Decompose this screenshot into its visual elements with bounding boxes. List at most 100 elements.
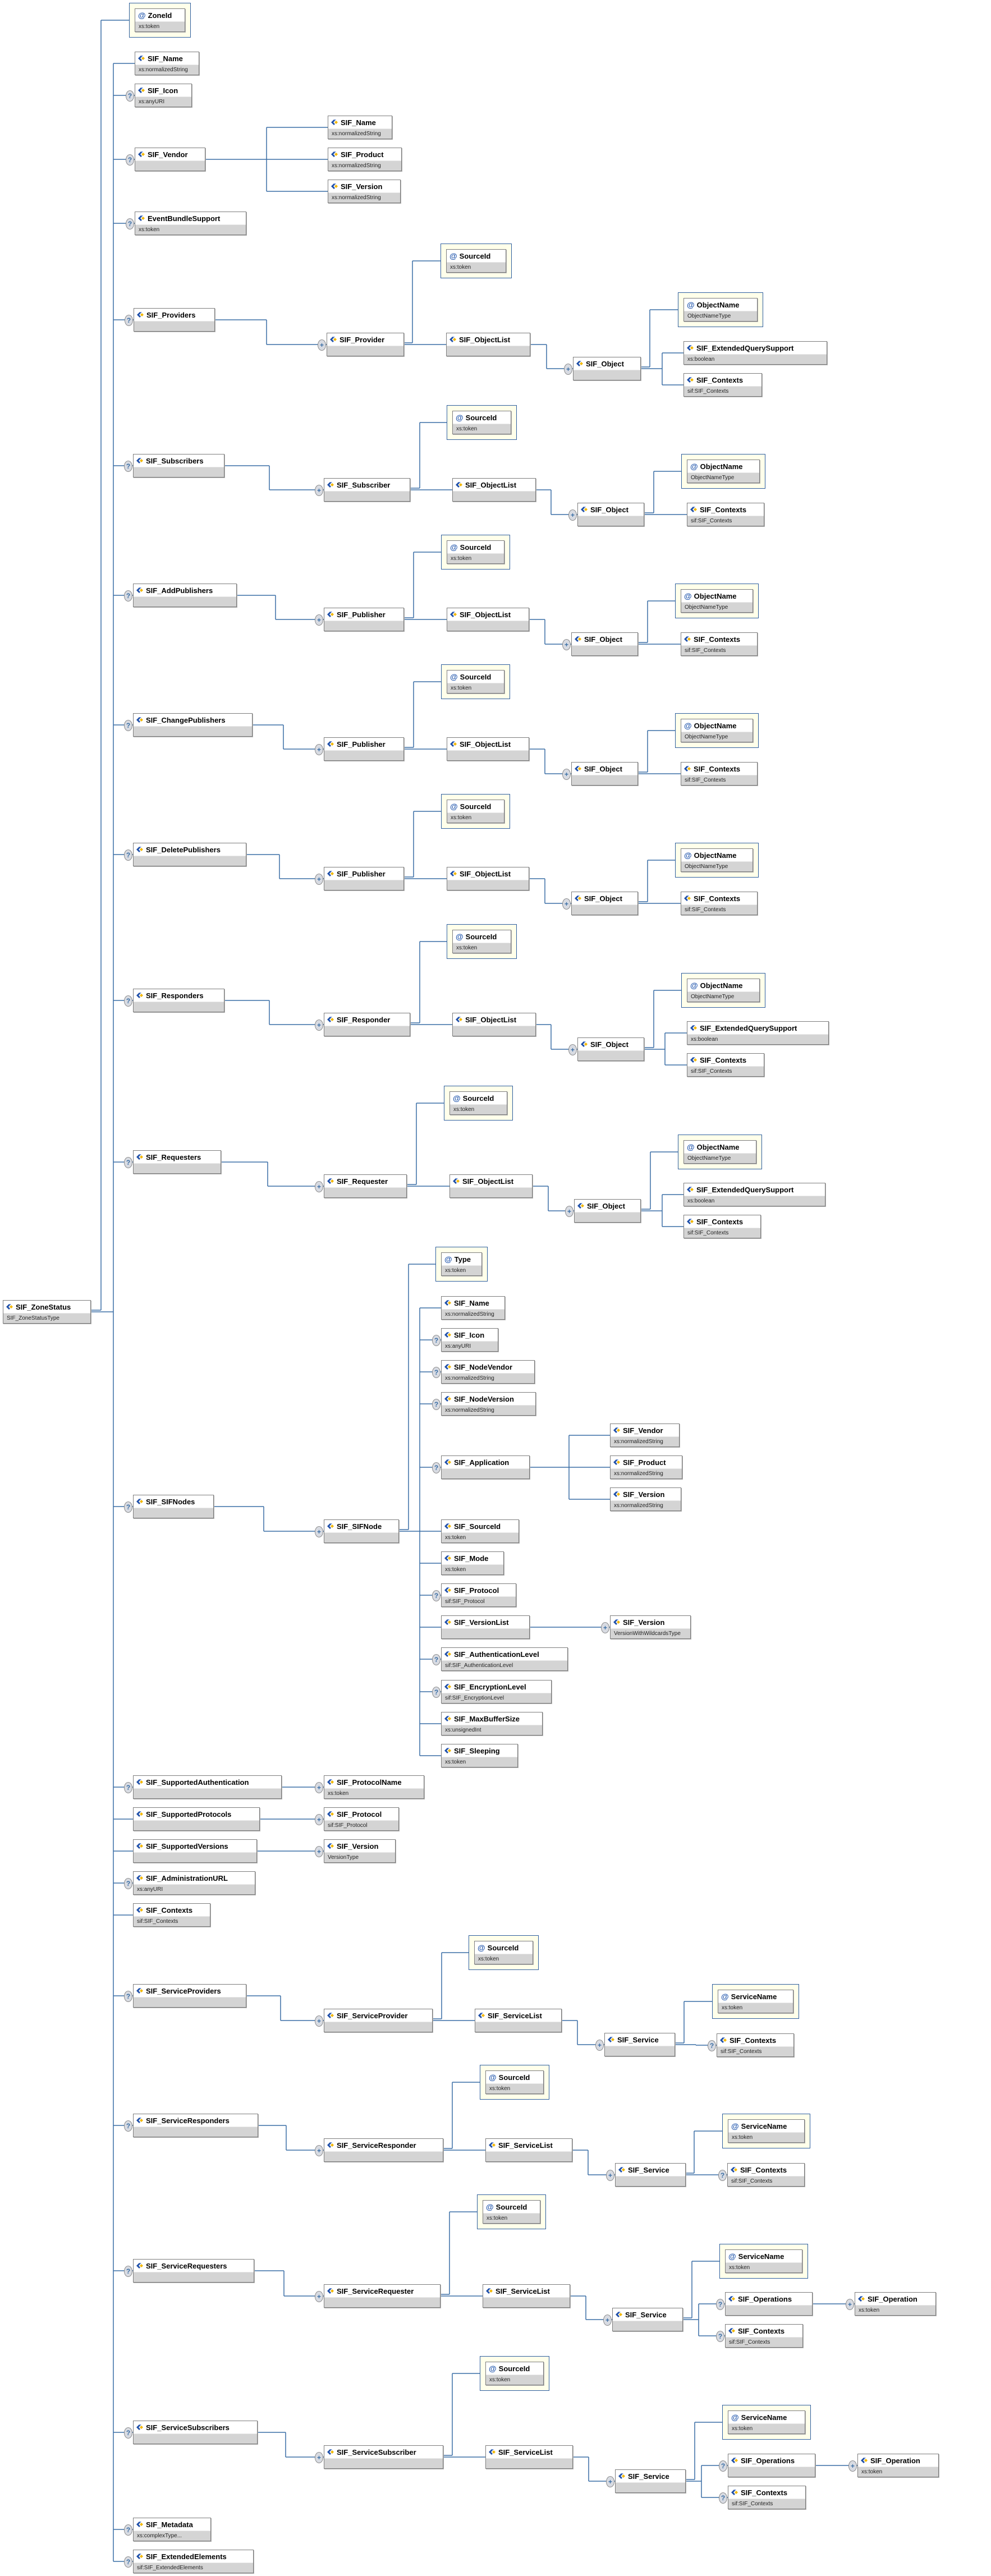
- element-sif-service[interactable]: SIF_Service: [615, 2469, 686, 2493]
- element-sif-version-list[interactable]: SIF_VersionList: [441, 1615, 530, 1639]
- element-sif-service-responders[interactable]: SIF_ServiceResponders: [133, 2114, 258, 2137]
- element-sif-object-list[interactable]: SIF_ObjectList: [447, 737, 529, 761]
- element-sif-service[interactable]: SIF_Service: [615, 2163, 686, 2187]
- element-sif-object-list[interactable]: SIF_ObjectList: [446, 333, 530, 356]
- element-sif-sifnodes[interactable]: SIF_SIFNodes: [133, 1495, 214, 1518]
- element-sif-object-list[interactable]: SIF_ObjectList: [449, 1174, 533, 1198]
- element-sif-object[interactable]: SIF_Object: [573, 357, 641, 380]
- element-sif-service-responder[interactable]: SIF_ServiceResponder: [324, 2138, 443, 2162]
- element-sif-providers[interactable]: SIF_Providers: [134, 308, 215, 332]
- element-sif-operations[interactable]: SIF_Operations: [728, 2454, 815, 2477]
- element-sif-service[interactable]: SIF_Service: [612, 2308, 683, 2331]
- element-sif-responder[interactable]: SIF_Responder: [324, 1013, 410, 1036]
- element-sif-delete-publishers[interactable]: SIF_DeletePublishers: [133, 843, 246, 866]
- element-sif-object[interactable]: SIF_Object: [577, 1037, 644, 1061]
- element-sif-service-requesters[interactable]: SIF_ServiceRequesters: [133, 2259, 254, 2283]
- element-sif-object-list[interactable]: SIF_ObjectList: [452, 1013, 536, 1036]
- element-sif-provider[interactable]: SIF_Provider: [327, 333, 404, 356]
- element-sif-object[interactable]: SIF_Object: [577, 503, 644, 526]
- element-sif-supported-protocols[interactable]: SIF_SupportedProtocols: [133, 1807, 260, 1831]
- element-sif-service-requester[interactable]: SIF_ServiceRequester: [324, 2284, 441, 2308]
- element-sif-service[interactable]: SIF_Service: [604, 2033, 675, 2056]
- element-sif-add-publishers[interactable]: SIF_AddPublishers: [133, 584, 237, 607]
- element-sif-service-subscribers[interactable]: SIF_ServiceSubscribers: [133, 2421, 258, 2444]
- element-sif-responders[interactable]: SIF_Responders: [133, 989, 224, 1012]
- element-sif-object[interactable]: SIF_Object: [571, 632, 638, 656]
- element-sif-service-provider[interactable]: SIF_ServiceProvider: [324, 2009, 433, 2032]
- element-sif-service-list[interactable]: SIF_ServiceList: [485, 2445, 573, 2469]
- element-sif-publisher[interactable]: SIF_Publisher: [324, 608, 404, 631]
- element-sif-service-list[interactable]: SIF_ServiceList: [483, 2284, 570, 2308]
- element-sif-vendor[interactable]: SIF_Vendor: [135, 148, 205, 171]
- element-sif-sifnode[interactable]: SIF_SIFNode: [324, 1519, 399, 1543]
- element-sif-object-list[interactable]: SIF_ObjectList: [447, 608, 529, 631]
- element-sif-publisher[interactable]: SIF_Publisher: [324, 737, 404, 761]
- element-sif-operations[interactable]: SIF_Operations: [725, 2292, 813, 2316]
- element-sif-subscriber[interactable]: SIF_Subscriber: [324, 478, 410, 502]
- element-sif-object-list[interactable]: SIF_ObjectList: [452, 478, 536, 502]
- element-sif-application[interactable]: SIF_Application: [441, 1455, 530, 1479]
- element-sif-subscribers[interactable]: SIF_Subscribers: [133, 454, 224, 477]
- element-sif-service-subscriber[interactable]: SIF_ServiceSubscriber: [324, 2445, 443, 2469]
- element-sif-object[interactable]: SIF_Object: [571, 762, 638, 786]
- element-sif-object[interactable]: SIF_Object: [574, 1199, 641, 1223]
- element-sif-change-publishers[interactable]: SIF_ChangePublishers: [133, 713, 253, 737]
